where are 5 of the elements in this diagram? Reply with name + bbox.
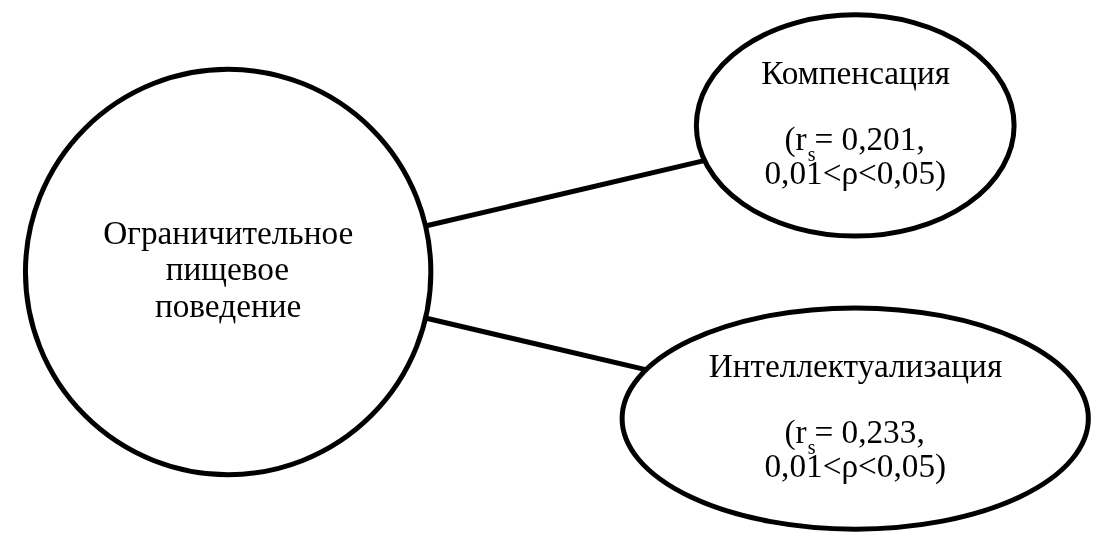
node-ellipse: Компенсация (r$_{s}$= 0,201, 0,01<ρ<0,05) (693, 12, 1017, 239)
node-ellipse: Интеллектуализация (r$_{s}$= 0,233, 0,01<ρ<0,05) (619, 305, 1091, 532)
connector (424, 158, 705, 229)
connector (424, 315, 647, 373)
node-circle: Ограничительное пищевое поведение (22, 66, 434, 478)
